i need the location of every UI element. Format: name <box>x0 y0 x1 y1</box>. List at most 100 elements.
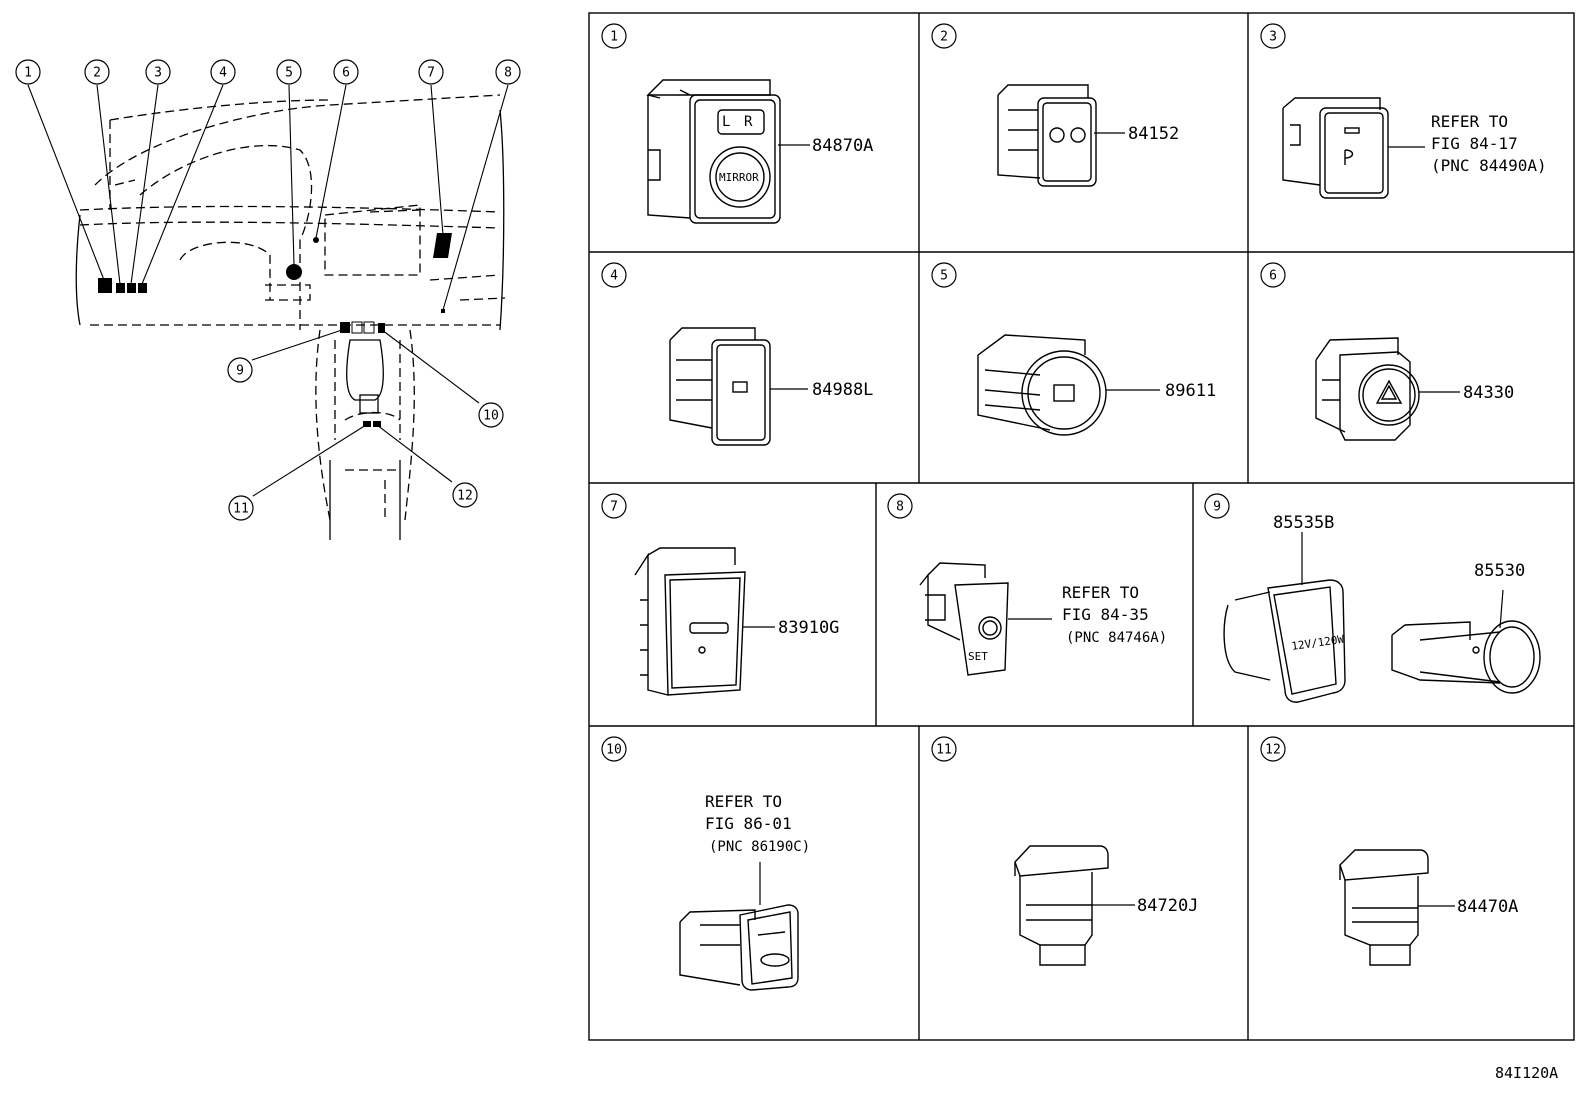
cell-number-11: 11 <box>931 736 957 762</box>
dash-right-edge <box>499 109 505 331</box>
parts-grid <box>588 12 1575 1041</box>
overview-callout-7-label: 7 <box>427 66 435 81</box>
cell-number-6-circle <box>1260 262 1286 288</box>
outlet-rating-label: 12V/120W <box>1291 633 1346 653</box>
overview-callout-11-circle <box>228 495 254 521</box>
overview-callout-12-circle <box>452 482 478 508</box>
cell-number-2-label: 2 <box>940 30 948 45</box>
part-switch-84470a <box>1339 849 1429 966</box>
part-switch-pnc-84490a <box>1282 97 1389 199</box>
cell-number-4: 4 <box>601 262 627 288</box>
cell-number-3-circle <box>1260 23 1286 49</box>
overview-callout-11: 11 <box>228 495 254 521</box>
part-switch-84720j <box>1014 845 1109 966</box>
cell-number-9: 9 <box>1204 493 1230 519</box>
marker-10 <box>378 323 385 333</box>
dash-left-edge <box>75 214 81 326</box>
marker-1 <box>98 278 112 293</box>
cell-number-2-circle <box>931 23 957 49</box>
part-push-start-switch <box>977 334 1107 436</box>
overview-callout-9-label: 9 <box>236 364 244 379</box>
cell-number-12: 12 <box>1260 736 1286 762</box>
overview-markers <box>98 233 452 427</box>
cell-number-3-label: 3 <box>1269 30 1277 45</box>
overview-leaders <box>27 84 509 497</box>
cell-number-4-label: 4 <box>610 269 618 284</box>
cell-number-3: 3 <box>1260 23 1286 49</box>
cell-number-9-circle <box>1204 493 1230 519</box>
cell-number-5-circle <box>931 262 957 288</box>
overview-callout-2-label: 2 <box>93 66 101 81</box>
refer-3-line-3: (PNC 84490A) <box>1431 156 1547 175</box>
marker-6 <box>313 237 319 243</box>
cell-number-6: 6 <box>1260 262 1286 288</box>
overview-callout-3-circle <box>145 59 171 85</box>
cell-number-10-label: 10 <box>606 743 622 758</box>
cell-number-5-label: 5 <box>940 269 948 284</box>
overview-callout-3: 3 <box>145 59 171 85</box>
part-number-89611: 89611 <box>1165 381 1216 401</box>
overview-callout-1-label: 1 <box>24 66 32 81</box>
cell-number-7-label: 7 <box>610 500 618 515</box>
overview-callout-1-circle <box>15 59 41 85</box>
refer-10-line-3: (PNC 86190C) <box>709 839 810 855</box>
cell-number-1-label: 1 <box>610 30 618 45</box>
cell-number-11-label: 11 <box>936 743 952 758</box>
overview-callout-8: 8 <box>495 59 521 85</box>
dashboard-outline <box>79 94 506 521</box>
refer-3-line-2: FIG 84-17 <box>1431 134 1518 153</box>
part-number-85535b: 85535B <box>1273 513 1334 533</box>
part-mirror-switch <box>646 79 781 224</box>
overview-callout-6-circle <box>333 59 359 85</box>
part-socket-85530 <box>1391 620 1541 694</box>
cell-number-11-circle <box>931 736 957 762</box>
mirror-label: MIRROR <box>719 171 759 184</box>
marker-9c <box>363 321 375 334</box>
refer-8-line-3: (PNC 84746A) <box>1066 630 1167 646</box>
part-number-84470a: 84470A <box>1457 897 1518 917</box>
marker-2 <box>116 283 125 293</box>
mirror-l-label: L <box>722 114 730 130</box>
part-power-outlet <box>1223 579 1346 703</box>
marker-5 <box>286 264 302 280</box>
set-label: SET <box>968 650 988 663</box>
leader-9b <box>1499 589 1504 629</box>
overview-callout-2-circle <box>84 59 110 85</box>
marker-4 <box>138 283 147 293</box>
overview-callout-5-label: 5 <box>285 66 293 81</box>
overview-callout-4: 4 <box>210 59 236 85</box>
overview-callout-12-label: 12 <box>457 489 473 504</box>
marker-3 <box>127 283 136 293</box>
overview-callout-6: 6 <box>333 59 359 85</box>
cell-number-7: 7 <box>601 493 627 519</box>
overview-callout-8-circle <box>495 59 521 85</box>
overview-callout-10: 10 <box>478 402 504 428</box>
overview-callout-12: 12 <box>452 482 478 508</box>
cell-number-2: 2 <box>931 23 957 49</box>
refer-10-line-2: FIG 86-01 <box>705 814 792 833</box>
overview-callout-10-circle <box>478 402 504 428</box>
overview-callout-9: 9 <box>227 357 253 383</box>
cell-number-4-circle <box>601 262 627 288</box>
marker-9b <box>351 321 363 334</box>
cell-number-8-circle <box>887 493 913 519</box>
shift-lever <box>346 339 384 401</box>
refer-8-line-1: REFER TO <box>1062 583 1139 602</box>
overview-callout-5: 5 <box>276 59 302 85</box>
overview-callout-9-circle <box>227 357 253 383</box>
part-number-84870a: 84870A <box>812 136 873 156</box>
figure-id: 84I120A <box>1495 1064 1558 1082</box>
overview-callout-3-label: 3 <box>154 66 162 81</box>
console-sides <box>329 460 401 540</box>
cell-number-10: 10 <box>601 736 627 762</box>
refer-3-line-1: REFER TO <box>1431 112 1508 131</box>
refer-8-line-2: FIG 84-35 <box>1062 605 1149 624</box>
overview-callout-4-circle <box>210 59 236 85</box>
mirror-r-label: R <box>744 114 753 130</box>
overview-callout-1: 1 <box>15 59 41 85</box>
marker-12 <box>373 421 381 427</box>
cell-number-7-circle <box>601 493 627 519</box>
